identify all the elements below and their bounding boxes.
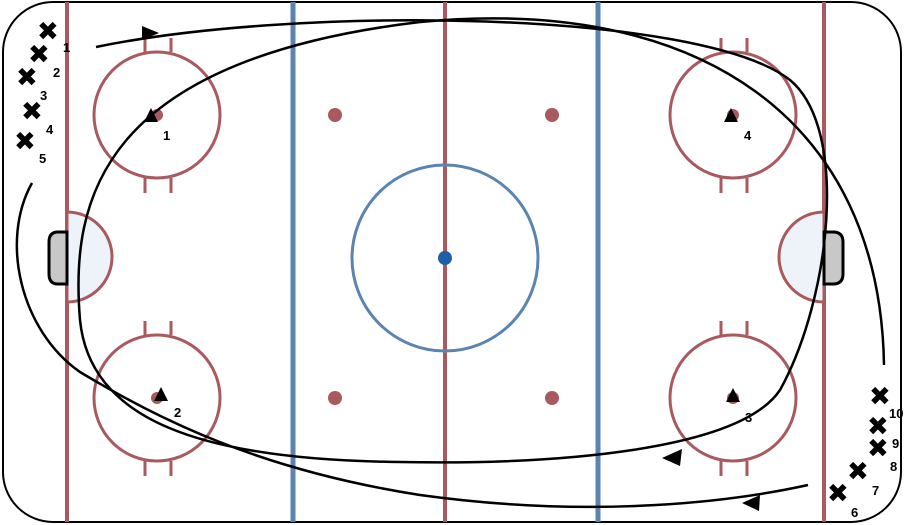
net-left [47, 230, 69, 286]
player-x-icon: ✖ [869, 382, 891, 412]
cone-4 [724, 108, 738, 122]
player-x-icon: ✖ [28, 40, 50, 70]
player-x-icon: ✖ [867, 412, 889, 442]
player-label: 8 [890, 459, 897, 474]
cone-label: 2 [174, 405, 181, 420]
arrowhead-top [142, 26, 159, 40]
player-x-icon: ✖ [37, 17, 59, 47]
player-x-icon: ✖ [16, 63, 38, 93]
player-x-icon: ✖ [14, 127, 36, 157]
path-inner-loop [15, 182, 809, 509]
neutral-dot [545, 391, 559, 405]
player-x-icon: ✖ [827, 479, 849, 509]
center-faceoff-dot [438, 251, 452, 265]
arrowhead-bottom-right [742, 495, 760, 511]
goal-crease-right [777, 210, 826, 304]
path-outer-loop [77, 17, 886, 464]
net-right [822, 230, 845, 286]
skating-paths [15, 17, 886, 509]
player-label: 2 [53, 65, 60, 80]
neutral-dot [545, 108, 559, 122]
cone-3 [726, 388, 740, 402]
player-label: 6 [851, 505, 858, 520]
cone-1 [144, 108, 158, 122]
player-label: 3 [40, 88, 47, 103]
player-label: 1 [63, 40, 70, 55]
player-label: 5 [39, 151, 46, 166]
player-label: 7 [872, 483, 879, 498]
cone-2 [154, 387, 168, 401]
cone-label: 3 [745, 410, 752, 425]
cone-label: 4 [744, 128, 752, 143]
neutral-dot [328, 108, 342, 122]
player-label: 4 [46, 122, 54, 137]
player-label: 9 [892, 436, 899, 451]
player-label: 10 [889, 406, 903, 421]
player-x-icon: ✖ [867, 434, 889, 464]
player-x-icon: ✖ [21, 97, 43, 127]
neutral-dot [328, 391, 342, 405]
player-x-icon: ✖ [847, 457, 869, 487]
arrowhead-mid-right [662, 449, 682, 466]
center-circle [350, 163, 540, 353]
cone-label: 1 [163, 128, 170, 143]
